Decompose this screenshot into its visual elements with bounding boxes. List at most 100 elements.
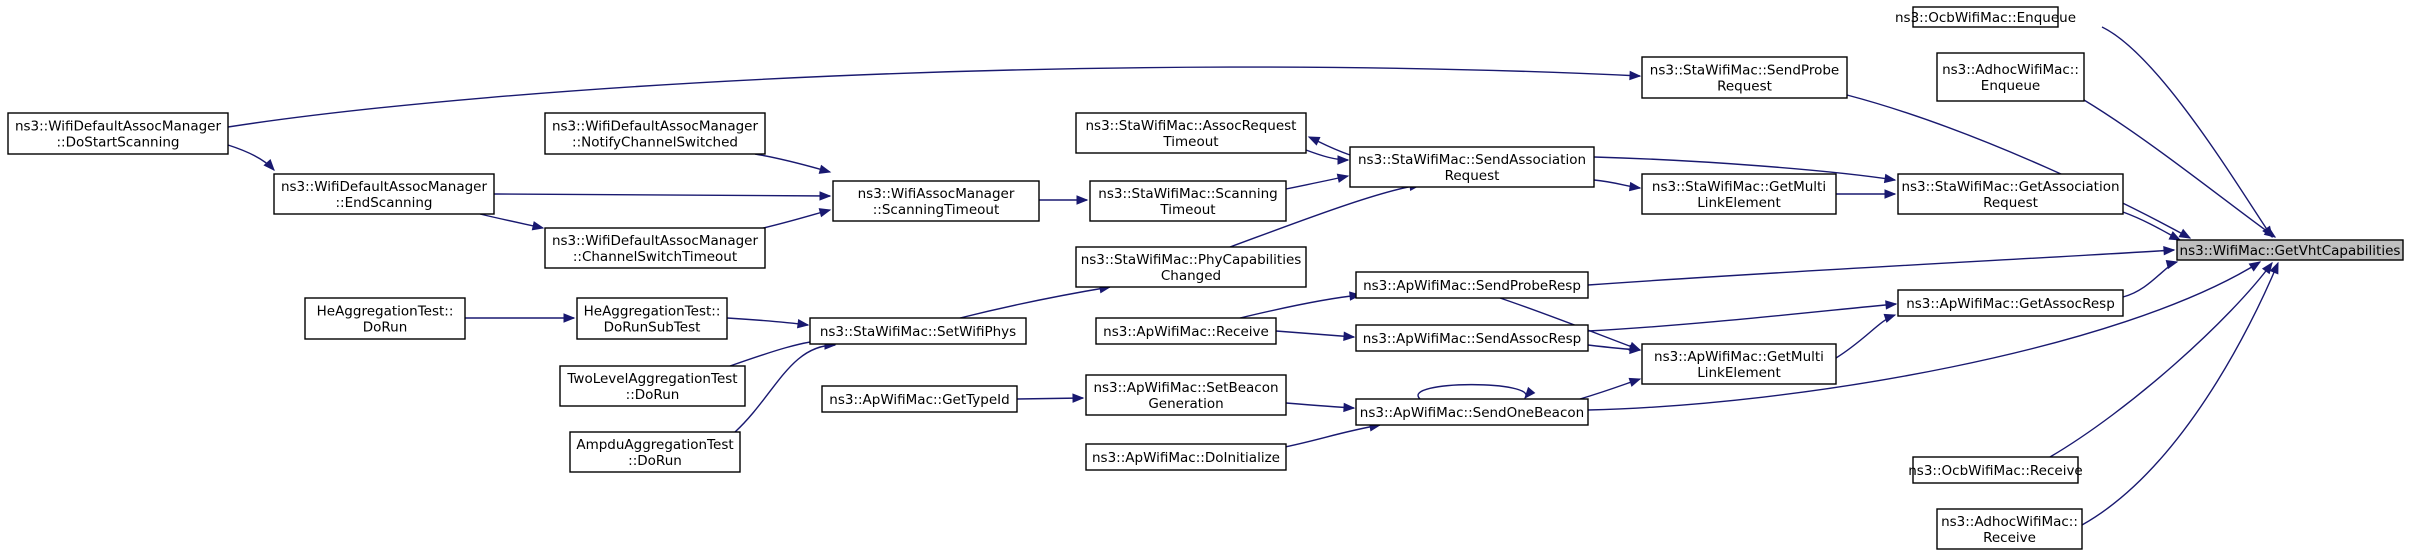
node-box[interactable]	[1936, 52, 2085, 102]
node-box[interactable]	[304, 297, 466, 340]
edge-n27-to-n26	[1016, 393, 1085, 403]
edge-line	[227, 66, 1641, 128]
node-label: ns3::ApWifiMac::DoInitialize	[1092, 450, 1280, 466]
arrowhead-icon	[2163, 245, 2176, 256]
node-box[interactable]	[1075, 246, 1307, 288]
node-box[interactable]	[1641, 173, 1837, 215]
edge-n23-to-n22	[1275, 330, 1356, 342]
graph-node[interactable]: ns3::ApWifiMac::SendAssocResp	[1355, 324, 1589, 352]
edge-n12-to-n9	[754, 208, 832, 231]
graph-node[interactable]: ns3::AdhocWifiMac::Receive	[1936, 508, 2083, 550]
node-box[interactable]	[7, 112, 229, 155]
node-label: Changed	[1161, 268, 1221, 284]
graph-node[interactable]: HeAggregationTest::DoRunSubTest	[576, 297, 728, 340]
graph-node[interactable]: HeAggregationTest::DoRun	[304, 297, 466, 340]
node-label: ns3::StaWifiMac::SetWifiPhys	[820, 324, 1016, 340]
arrowhead-icon	[1343, 402, 1356, 413]
arrowhead-icon	[1076, 195, 1089, 205]
edge-n15-to-n14	[726, 317, 810, 329]
graph-node[interactable]: ns3::ApWifiMac::Receive	[1095, 317, 1277, 345]
node-label: HeAggregationTest::	[317, 304, 454, 320]
edge-line	[2081, 262, 2279, 526]
node-label: ns3::WifiDefaultAssocManager	[552, 119, 759, 135]
node-box[interactable]	[1095, 317, 1277, 345]
node-box[interactable]	[2176, 239, 2404, 261]
edge-n8-to-n6	[1285, 173, 1350, 190]
node-box[interactable]	[1349, 146, 1595, 188]
graph-node[interactable]: ns3::StaWifiMac::SetWifiPhys	[809, 317, 1027, 345]
graph-node[interactable]: ns3::OcbWifiMac::Enqueue	[1895, 6, 2076, 28]
node-box[interactable]	[809, 317, 1027, 345]
edge-n11-to-n9	[493, 191, 832, 201]
node-box[interactable]	[1085, 374, 1287, 416]
node-box[interactable]	[821, 385, 1018, 413]
edge-n14-to-n13	[959, 284, 1112, 319]
edge-line	[754, 153, 831, 173]
graph-node[interactable]: ns3::ApWifiMac::GetAssocResp	[1897, 289, 2124, 317]
node-box[interactable]	[273, 173, 495, 215]
graph-node[interactable]: AmpduAggregationTest::DoRun	[569, 431, 741, 473]
node-box[interactable]	[1641, 343, 1837, 385]
node-label: ns3::WifiDefaultAssocManager	[552, 233, 759, 249]
node-label: AmpduAggregationTest	[576, 437, 733, 453]
arrowhead-icon	[531, 221, 545, 231]
graph-node[interactable]: ns3::ApWifiMac::SendProbeResp	[1355, 271, 1589, 299]
edge-n7-to-n6	[1305, 149, 1350, 165]
node-label: HeAggregationTest::	[584, 304, 721, 320]
graph-node[interactable]: ns3::WifiDefaultAssocManager::EndScannin…	[273, 173, 495, 215]
graph-root-node[interactable]: ns3::WifiMac::GetVhtCapabilities	[2176, 239, 2404, 261]
graph-node[interactable]: TwoLevelAggregationTest::DoRun	[559, 365, 746, 407]
graph-node[interactable]: ns3::WifiDefaultAssocManager::DoStartSca…	[7, 112, 229, 155]
node-box[interactable]	[544, 227, 766, 269]
graph-node[interactable]: ns3::ApWifiMac::DoInitialize	[1085, 443, 1287, 471]
node-box[interactable]	[1912, 456, 2079, 484]
node-label: ::ChannelSwitchTimeout	[573, 249, 737, 265]
node-box[interactable]	[1897, 289, 2124, 317]
node-box[interactable]	[1355, 324, 1589, 352]
graph-node[interactable]: ns3::WifiDefaultAssocManager::ChannelSwi…	[544, 227, 766, 269]
graph-node[interactable]: ns3::WifiAssocManager::ScanningTimeout	[832, 180, 1040, 222]
node-label: Request	[1445, 168, 1500, 184]
edge-line	[1593, 156, 1896, 181]
node-label: ns3::StaWifiMac::Scanning	[1098, 186, 1277, 202]
graph-node[interactable]: ns3::AdhocWifiMac::Enqueue	[1936, 52, 2085, 102]
graph-node[interactable]: ns3::ApWifiMac::SendOneBeacon	[1355, 398, 1589, 426]
node-label: ::EndScanning	[335, 195, 432, 211]
node-box[interactable]	[1912, 6, 2059, 28]
edge-line	[1279, 424, 1381, 449]
graph-node[interactable]: ns3::StaWifiMac::ScanningTimeout	[1089, 180, 1287, 222]
graph-node[interactable]: ns3::ApWifiMac::GetTypeId	[821, 385, 1018, 413]
node-box[interactable]	[832, 180, 1040, 222]
node-box[interactable]	[1641, 56, 1848, 99]
graph-node[interactable]: ns3::WifiDefaultAssocManager::NotifyChan…	[544, 112, 766, 155]
node-box[interactable]	[1089, 180, 1287, 222]
node-label: ::DoRun	[628, 453, 682, 469]
node-box[interactable]	[576, 297, 728, 340]
arrowhead-icon	[2165, 259, 2179, 270]
graph-node[interactable]: ns3::OcbWifiMac::Receive	[1908, 456, 2083, 484]
node-box[interactable]	[559, 365, 746, 407]
node-box[interactable]	[1075, 112, 1307, 154]
node-label: ns3::StaWifiMac::PhyCapabilities	[1081, 252, 1302, 268]
node-box[interactable]	[569, 431, 741, 473]
node-box[interactable]	[1355, 398, 1589, 426]
arrowhead-icon	[796, 318, 810, 329]
edge-n19-to-n5	[1836, 189, 1897, 199]
edge-line	[734, 344, 836, 433]
node-box[interactable]	[1085, 443, 1287, 471]
edge-n30-to-n0	[2081, 261, 2279, 526]
node-box[interactable]	[544, 112, 766, 155]
node-box[interactable]	[1355, 271, 1589, 299]
node-box[interactable]	[1897, 173, 2124, 215]
edge-n24-to-n20	[1835, 313, 1897, 359]
edge-n4-to-n3	[227, 66, 1642, 128]
node-box[interactable]	[1936, 508, 2083, 550]
